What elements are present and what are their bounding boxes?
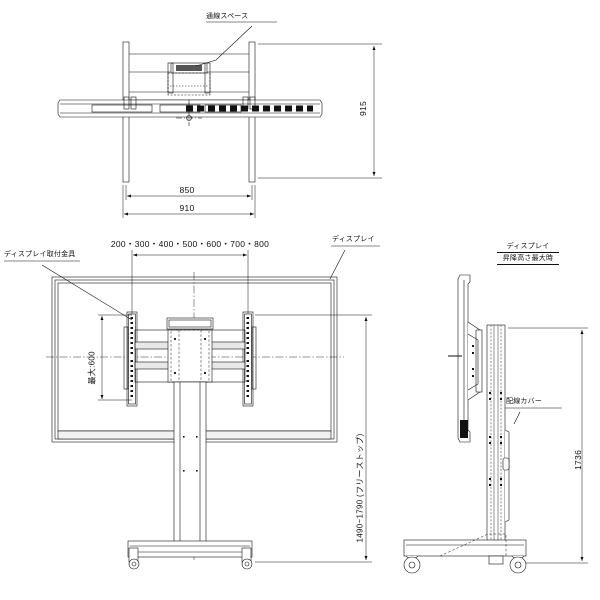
dimension-value-lift-range: 1490~1790 (フリーストップ) (355, 433, 365, 543)
label-cable-space: 通線スペース (206, 13, 249, 20)
caster-right (241, 547, 253, 570)
label-display-bracket: ディスプレイ取付金具 (4, 251, 76, 258)
front-view-geometry (4, 245, 380, 570)
caster-side-left (403, 555, 421, 574)
dimension-910 (122, 185, 256, 218)
label-display-side-line1: ディスプレイ (497, 243, 559, 253)
dimension-value-910: 910 (179, 203, 195, 213)
dimension-850 (125, 185, 253, 200)
dimension-value-850: 850 (179, 185, 195, 195)
dimension-value-1736: 1736 (573, 449, 583, 470)
dimension-vesa-height (98, 314, 132, 401)
dimension-value-vesa-height: 最大:600 (87, 351, 97, 385)
dimension-lift-range (255, 314, 372, 563)
dimension-1736 (508, 327, 588, 564)
label-display-side-line2: 昇降高さ最大時 (497, 255, 559, 265)
top-view-geometry (57, 21, 323, 183)
side-view-geometry (403, 274, 562, 574)
dimension-vesa-widths (131, 250, 249, 314)
label-cable-cover: 配線カバー (506, 398, 542, 405)
dimension-915 (258, 43, 382, 179)
caster-left (128, 547, 140, 570)
caster-side-right (509, 555, 527, 574)
dimension-value-915: 915 (358, 100, 368, 116)
dimension-value-vesa-widths: 200・300・400・500・600・700・800 (110, 239, 270, 249)
label-display: ディスプレイ (332, 236, 375, 243)
